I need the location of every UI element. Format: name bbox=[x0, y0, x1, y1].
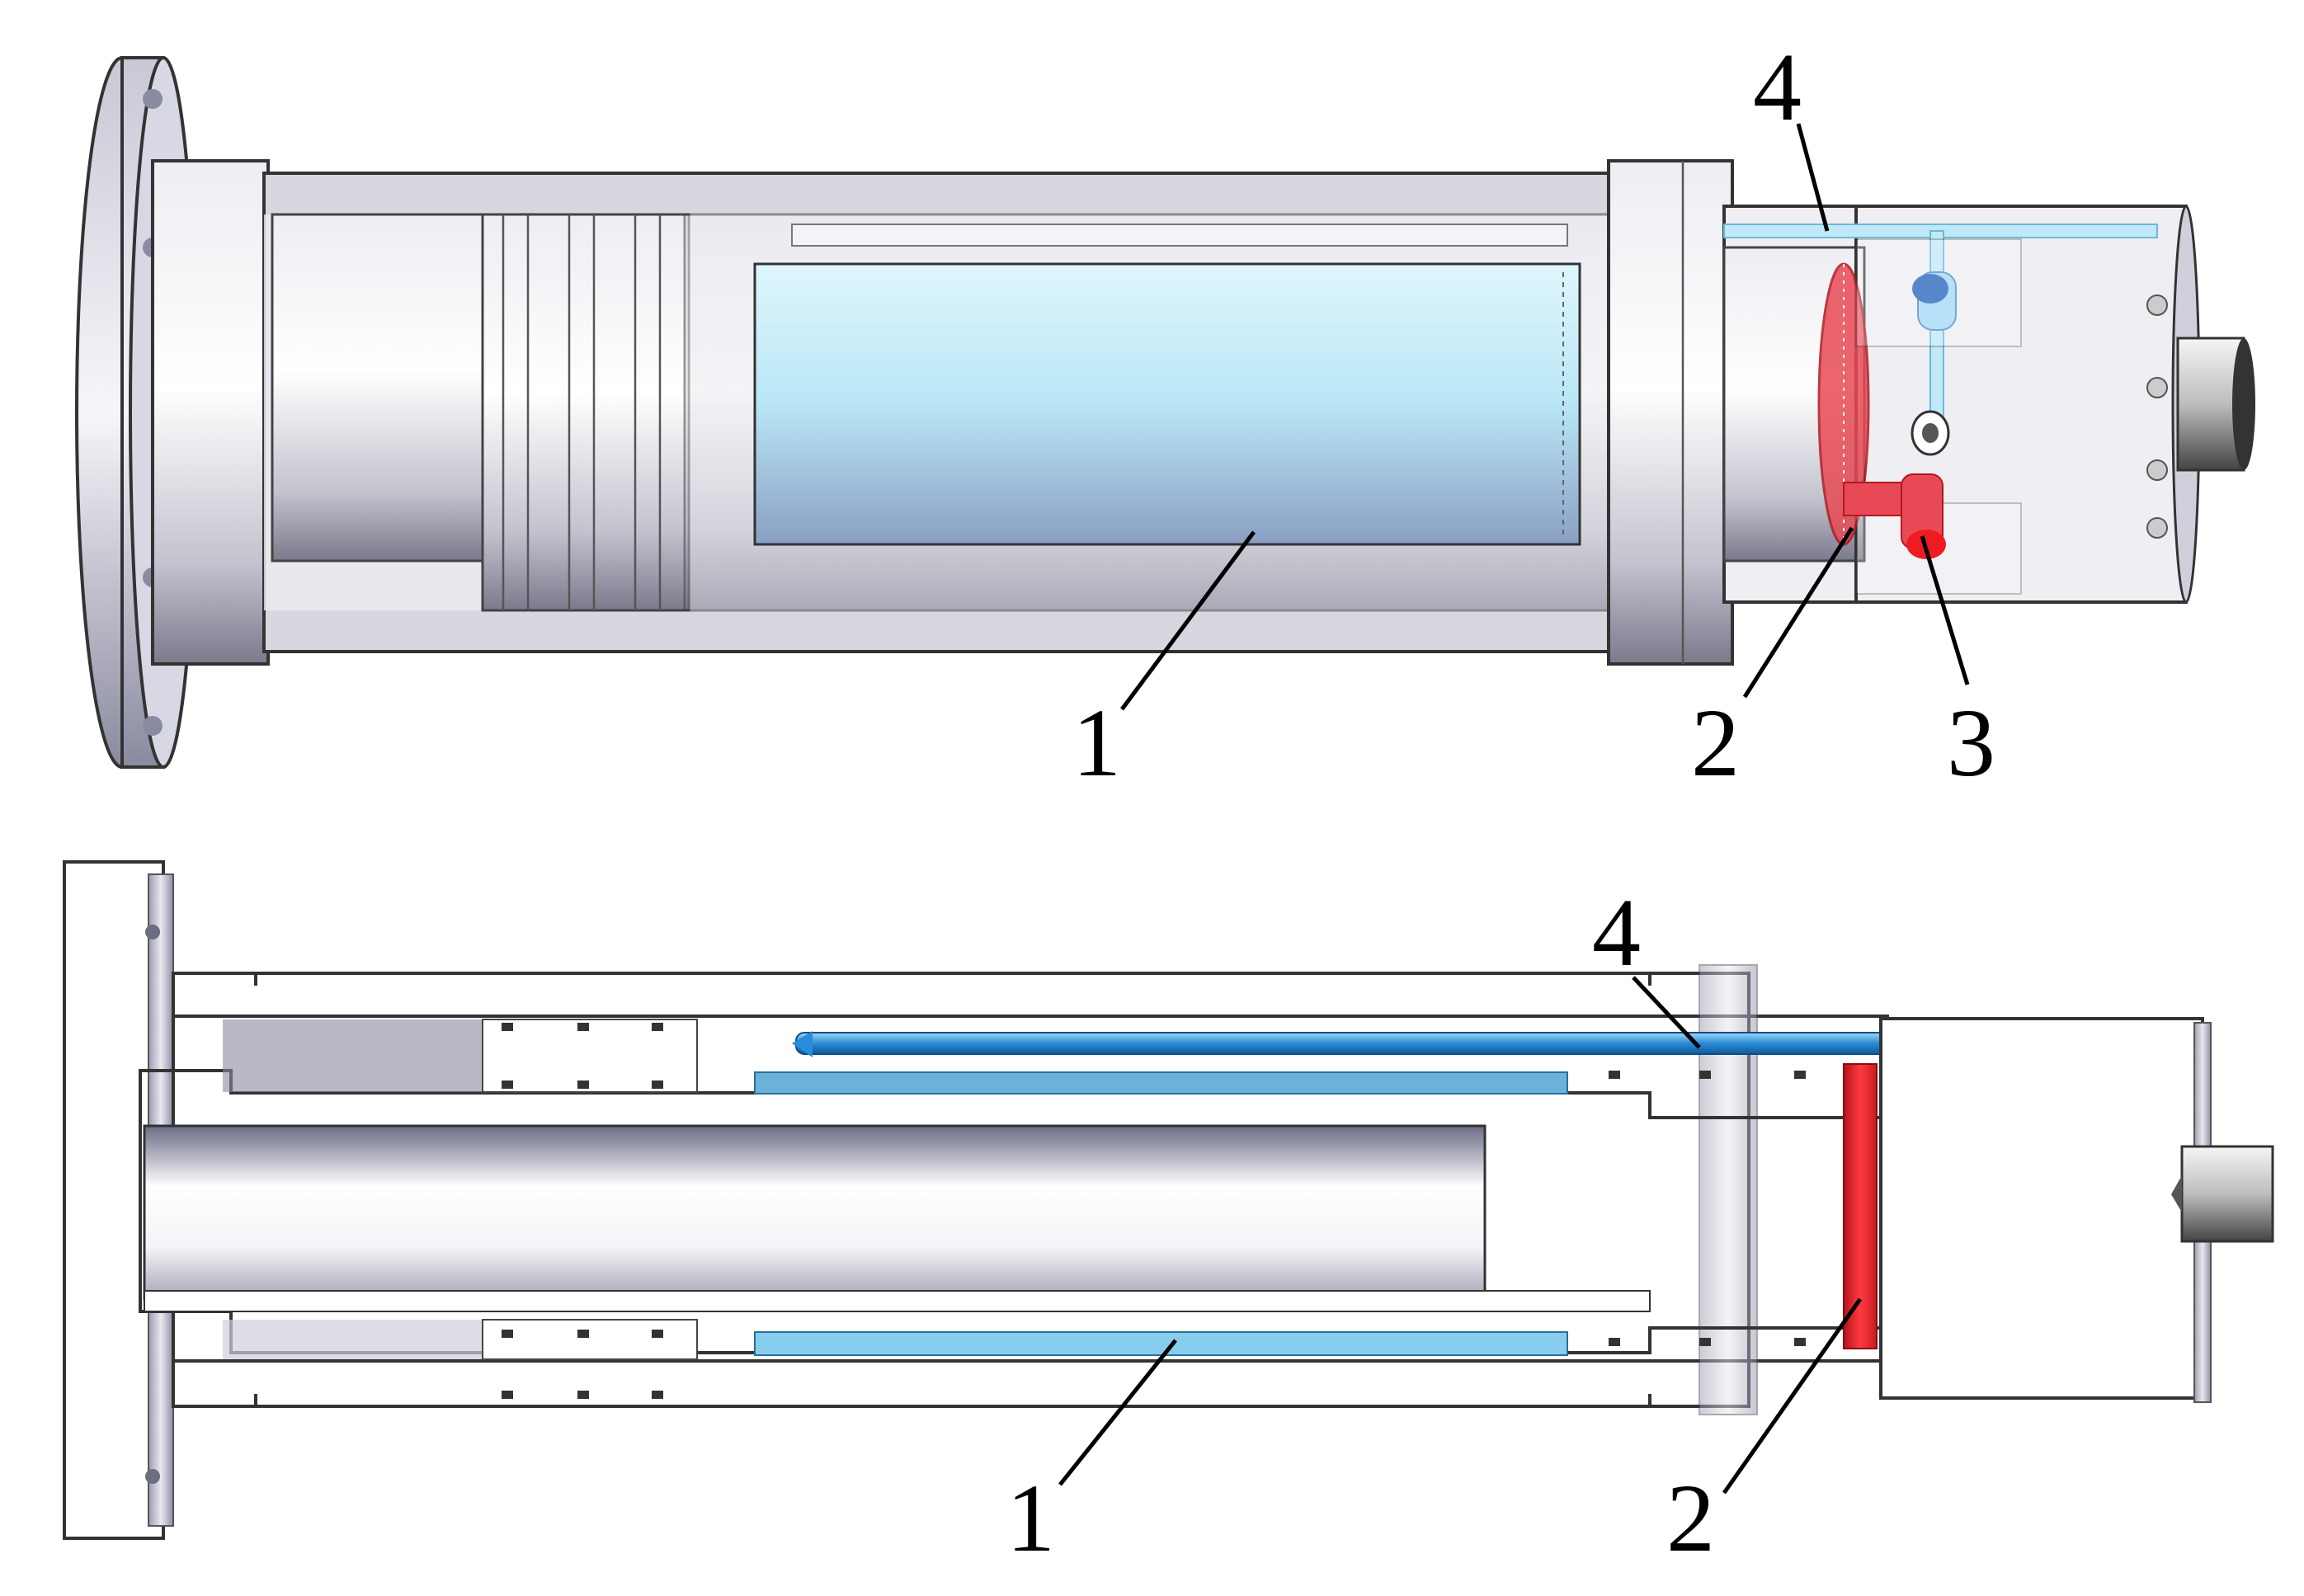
bottom-view: 1 2 4 bbox=[63, 860, 2274, 1572]
label-4-top: 4 bbox=[1753, 33, 1802, 141]
label-4-bottom: 4 bbox=[1592, 878, 1641, 986]
bottom-heater-bar bbox=[1843, 1063, 1878, 1349]
top-view: 1 2 3 4 bbox=[75, 33, 2255, 797]
label-2-top: 2 bbox=[1691, 689, 1740, 797]
bottom-fluid-upper bbox=[754, 1071, 1568, 1095]
bolt-hole-icon bbox=[143, 716, 163, 736]
coolant-port-icon bbox=[1912, 274, 1948, 304]
top-cooling-channel bbox=[1723, 224, 2158, 456]
label-3-top: 3 bbox=[1947, 689, 1995, 797]
bolt-hole-icon bbox=[143, 89, 163, 109]
label-1-top: 1 bbox=[1072, 689, 1121, 797]
top-left-collar bbox=[151, 159, 270, 666]
top-inner-body bbox=[271, 213, 488, 563]
bottom-end-cap bbox=[1879, 1017, 2274, 1403]
top-right-collar bbox=[1607, 159, 1734, 666]
top-end-cap bbox=[1722, 205, 2255, 604]
bottom-seal-grooves bbox=[482, 1019, 1806, 1399]
bottom-fluid-lower bbox=[754, 1331, 1568, 1356]
label-1-bottom: 1 bbox=[1006, 1464, 1055, 1572]
bottom-output-shaft bbox=[2180, 1145, 2274, 1243]
bottom-central-tube bbox=[143, 1124, 1487, 1301]
top-fluid-chamber bbox=[753, 262, 1581, 546]
top-seal-rings bbox=[481, 213, 690, 612]
label-2-bottom: 2 bbox=[1666, 1464, 1715, 1572]
